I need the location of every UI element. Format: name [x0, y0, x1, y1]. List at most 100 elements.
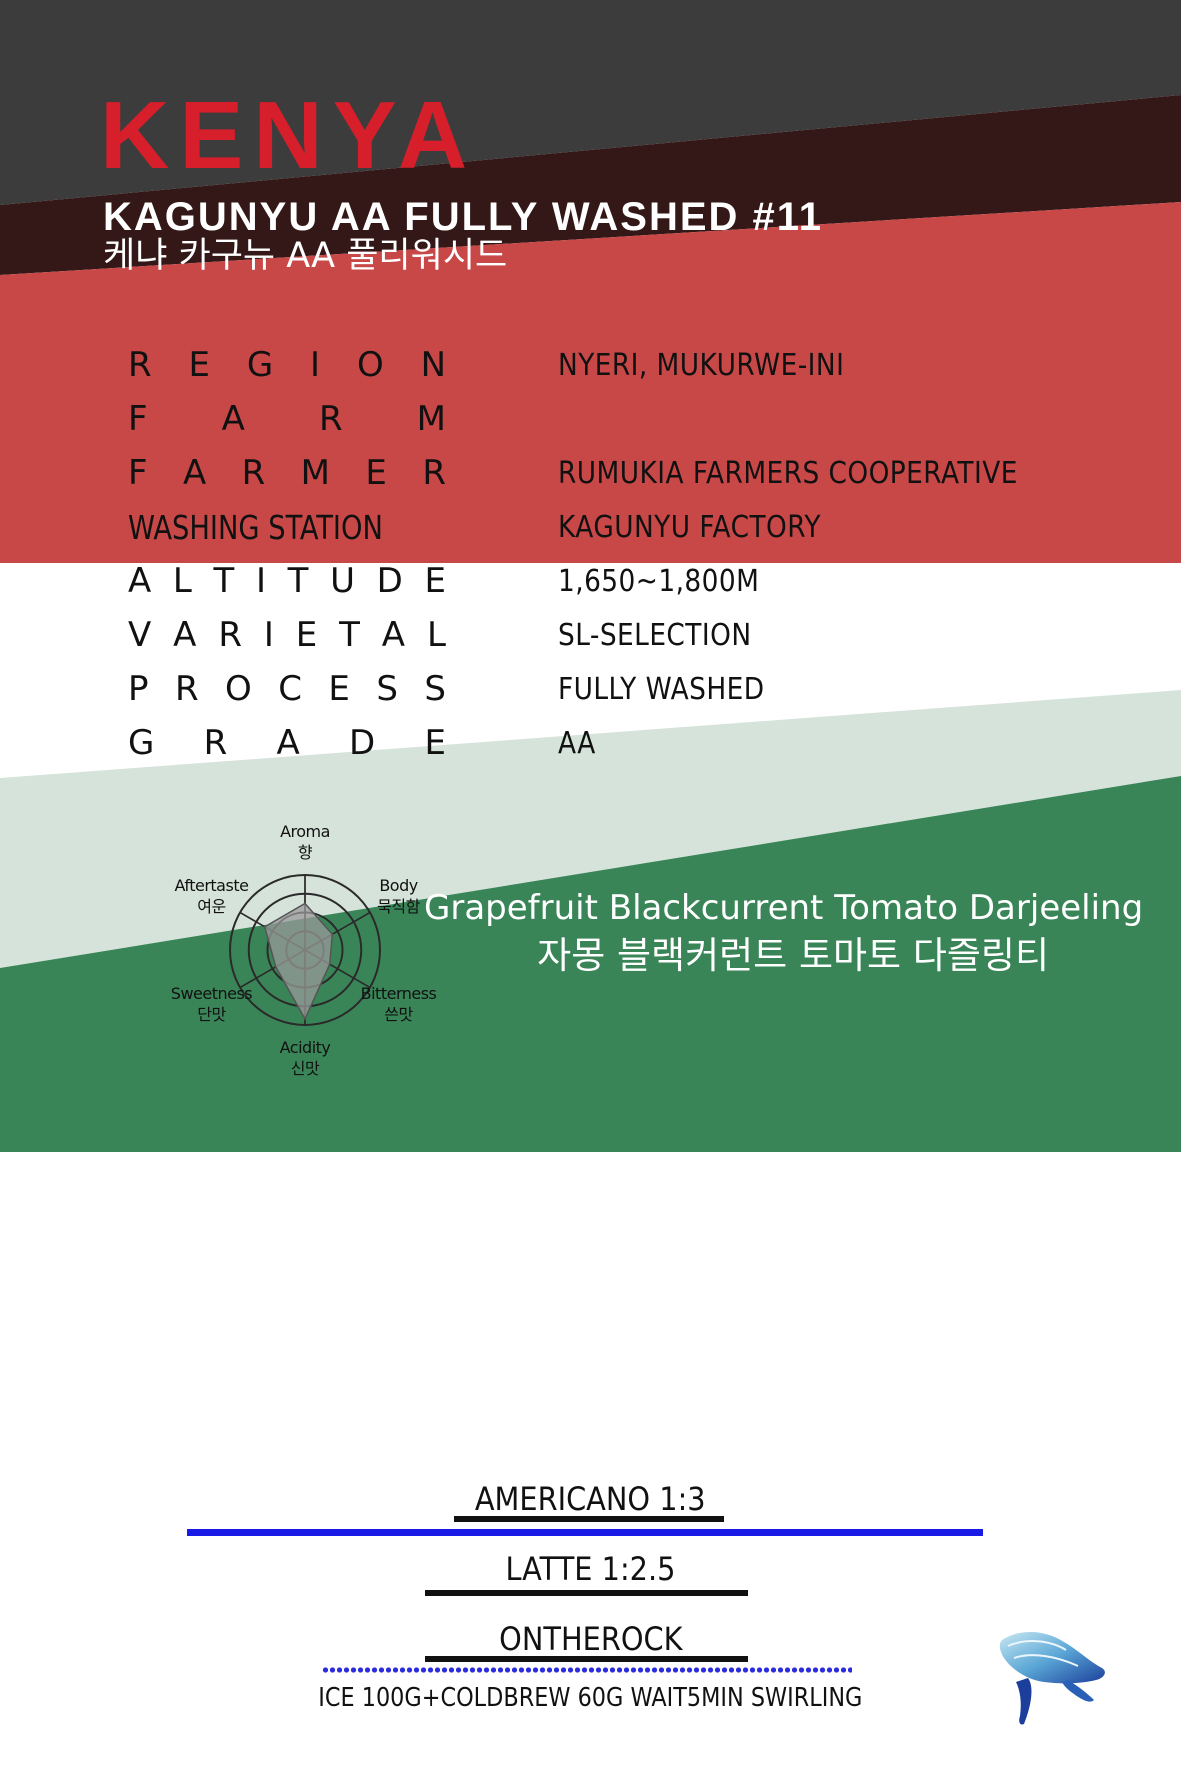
- spec-value: AA: [558, 725, 596, 761]
- spec-label-letter: I: [255, 561, 266, 601]
- spec-label-letter: T: [213, 561, 235, 601]
- spec-value: FULLY WASHED: [558, 671, 765, 707]
- recipe-americano: AMERICANO 1:3: [0, 1480, 1181, 1518]
- americano-underline: [454, 1516, 724, 1522]
- spec-label-letter: P: [128, 669, 149, 709]
- spec-label-letter: R: [174, 669, 199, 709]
- spec-label-letter: S: [376, 669, 398, 709]
- spec-label-letter: U: [330, 561, 355, 601]
- spec-label-letter: A: [381, 615, 406, 655]
- spec-row-grade: G R A D E AA: [128, 716, 1088, 770]
- spec-label: WASHING STATION: [128, 507, 383, 547]
- spec-label-letter: A: [221, 399, 245, 439]
- spec-label-letter: E: [365, 453, 387, 493]
- spec-label-letter: R: [203, 723, 228, 763]
- spec-label-letter: M: [416, 399, 446, 439]
- spec-label-letter: I: [310, 345, 321, 385]
- flavor-notes-english: Grapefruit Blackcurrent Tomato Darjeelin…: [424, 888, 1144, 928]
- spec-label-letter: F: [128, 453, 148, 493]
- spec-label-letter: O: [225, 669, 252, 709]
- ontherock-instructions-text: ICE 100G+COLDBREW 60G WAIT5MIN SWIRLING: [318, 1683, 863, 1713]
- radar-label-en: Aroma: [280, 822, 330, 841]
- flavor-notes-korean: 자몽 블랙커런트 토마토 다즐링티: [537, 934, 1049, 977]
- spec-value: 1,650~1,800M: [558, 563, 760, 599]
- radar-label-bitterness: Bitterness 쓴맛: [344, 983, 454, 1025]
- radar-label-ko: 신맛: [290, 1059, 320, 1078]
- radar-profile-area: [263, 902, 334, 1021]
- radar-label-ko: 단맛: [197, 1005, 226, 1024]
- ontherock-instructions: ICE 100G+COLDBREW 60G WAIT5MIN SWIRLING: [0, 1683, 1181, 1713]
- radar-label-ko: 쓴맛: [384, 1005, 413, 1024]
- spec-value: KAGUNYU FACTORY: [558, 509, 821, 545]
- coffee-name-korean: 케냐 카구뉴 AA 풀리워시드: [103, 236, 508, 276]
- radar-label-en: Aftertaste: [174, 876, 249, 895]
- spec-value: RUMUKIA FARMERS COOPERATIVE: [558, 455, 1018, 491]
- spec-label-letter: G: [246, 345, 274, 385]
- spec-label-letter: L: [172, 561, 192, 601]
- spec-label-letter: E: [188, 345, 210, 385]
- radar-label-aroma: Aroma 향: [250, 821, 360, 863]
- spec-label-letter: O: [356, 345, 384, 385]
- spec-label-letter: A: [173, 615, 197, 655]
- recipe-ontherock-label: ONTHEROCK: [498, 1620, 683, 1658]
- radar-label-ko: 여운: [197, 897, 226, 916]
- spec-label-letter: S: [424, 669, 446, 709]
- latte-underline: [425, 1590, 748, 1596]
- recipe-ontherock: ONTHEROCK: [0, 1620, 1181, 1658]
- spec-label-letter: A: [276, 723, 300, 763]
- spec-row-washing-station: WASHING STATION KAGUNYU FACTORY: [128, 500, 1088, 554]
- spec-label-letter: E: [295, 615, 318, 655]
- radar-label-sweetness: Sweetness 단맛: [156, 983, 266, 1025]
- coffee-name-english: KAGUNYU AA FULLY WASHED #11: [103, 195, 824, 239]
- radar-label-aftertaste: Aftertaste 여운: [156, 875, 266, 917]
- spec-label-letter: D: [349, 723, 376, 763]
- recipe-latte: LATTE 1:2.5: [0, 1550, 1181, 1588]
- spec-label-letter: E: [424, 561, 446, 601]
- band-dark-gray: [0, 0, 1181, 205]
- radar-label-en: Sweetness: [170, 984, 253, 1003]
- spec-label-letter: M: [300, 453, 331, 493]
- band-pale-green: [0, 690, 1181, 968]
- spec-label-letter: E: [328, 669, 350, 709]
- spec-label-letter: R: [218, 615, 242, 655]
- band-green: [0, 776, 1181, 1152]
- flavor-radar-chart: [229, 874, 381, 1026]
- spec-label-letter: A: [128, 561, 152, 601]
- spec-label-letter: F: [128, 399, 148, 439]
- spec-label-letter: V: [128, 615, 152, 655]
- radar-label-en: Bitterness: [360, 984, 437, 1003]
- radar-label-ko: 향: [297, 843, 313, 862]
- recipe-latte-label: LATTE 1:2.5: [505, 1550, 676, 1588]
- spec-label-letter: I: [263, 615, 274, 655]
- turtle-logo-icon: [999, 1631, 1105, 1725]
- spec-label-letter: L: [426, 615, 446, 655]
- country-title: KENYA: [100, 82, 478, 189]
- spec-label-letter: T: [339, 615, 360, 655]
- spec-label-letter: G: [128, 723, 155, 763]
- dotted-divider: [322, 1666, 852, 1674]
- spec-label-letter: R: [241, 453, 266, 493]
- spec-label-letter: N: [420, 345, 446, 385]
- spec-label-letter: E: [424, 723, 446, 763]
- band-red: [0, 202, 1181, 563]
- radar-label-en: Body: [379, 876, 418, 895]
- spec-label-letter: A: [182, 453, 207, 493]
- blue-divider: [187, 1529, 983, 1536]
- ontherock-underline: [425, 1656, 748, 1662]
- spec-label-letter: C: [278, 669, 302, 709]
